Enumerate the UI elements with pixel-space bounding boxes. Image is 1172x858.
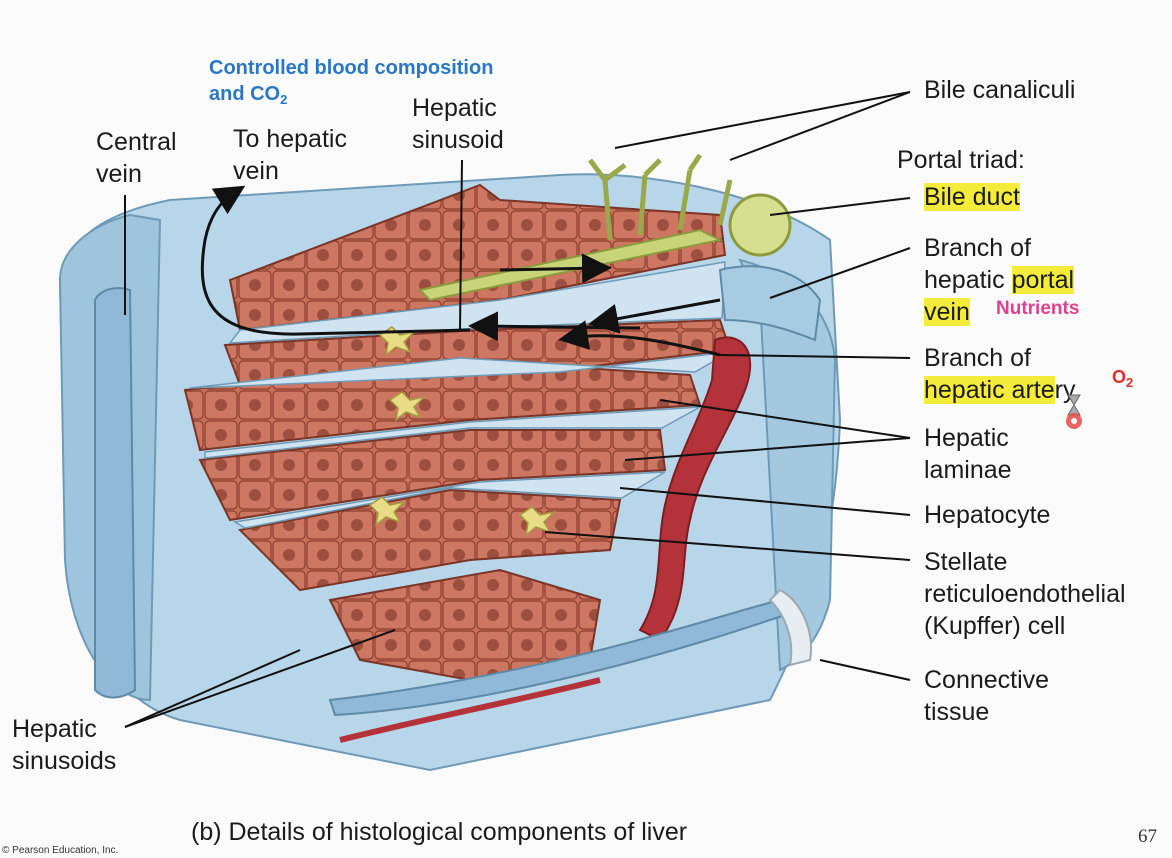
connective-tissue-shape bbox=[768, 588, 812, 667]
to-hepatic-vein-line1: To hepatic bbox=[233, 125, 347, 153]
o2-note: O2 bbox=[1112, 366, 1133, 394]
portal-vein-highlight: portal bbox=[1011, 266, 1075, 294]
connective-line1: Connective bbox=[924, 666, 1050, 694]
hepatic-laminae-line1: Hepatic bbox=[924, 424, 1009, 452]
to-hepatic-vein-line2: vein bbox=[233, 157, 279, 185]
hepatic-sinusoid-line1: Hepatic bbox=[412, 94, 497, 122]
central-vein-line2: vein bbox=[96, 160, 142, 188]
hepatic-sinusoid-line2: sinusoid bbox=[412, 126, 504, 154]
hepatic-artery-line1: Branch of bbox=[924, 344, 1032, 372]
label-hepatic-sinusoids: Hepatic sinusoids bbox=[12, 713, 116, 777]
central-vein-line1: Central bbox=[96, 128, 177, 156]
page-number: 67 bbox=[1138, 826, 1157, 847]
label-hepatic-artery: Branch of hepatic artery bbox=[924, 342, 1075, 406]
connective-line2: tissue bbox=[924, 698, 990, 726]
bile-duct-highlight: Bile duct bbox=[924, 183, 1020, 211]
bile-ductules bbox=[728, 193, 792, 257]
hepatic-artery-shape bbox=[638, 336, 752, 642]
portal-vein-line3: vein bbox=[924, 298, 970, 326]
label-to-hepatic-vein: To hepatic vein bbox=[233, 123, 347, 187]
hepatic-laminae-line2: laminae bbox=[924, 456, 1012, 484]
central-vein-shape bbox=[94, 287, 137, 699]
o2-sub: 2 bbox=[1126, 375, 1134, 390]
stellate-line2: reticuloendothelial bbox=[924, 580, 1126, 608]
controlled-line2: and CO bbox=[209, 83, 281, 105]
nutrients-note: Nutrients bbox=[996, 298, 1080, 319]
controlled-sub: 2 bbox=[280, 92, 288, 107]
label-stellate: Stellate reticuloendothelial (Kupffer) c… bbox=[924, 546, 1126, 642]
label-portal-triad: Portal triad: bbox=[897, 146, 1025, 174]
controlled-blood-note: Controlled blood composition and CO2 bbox=[209, 55, 493, 113]
stellate-line1: Stellate bbox=[924, 548, 1008, 576]
hepatic-sinusoids-line2: sinusoids bbox=[12, 747, 117, 775]
label-hepatic-sinusoid: Hepatic sinusoid bbox=[412, 92, 504, 156]
cursor-icon bbox=[1066, 394, 1082, 429]
hepatic-artery-highlight: hepatic arte bbox=[924, 376, 1055, 404]
portal-vein-shape bbox=[718, 265, 822, 342]
portal-vein-line1: Branch of bbox=[924, 234, 1032, 262]
portal-vein-line2a: hepatic bbox=[924, 266, 1012, 294]
kupffer-cells bbox=[368, 326, 557, 537]
controlled-line1: Controlled blood composition bbox=[209, 57, 494, 79]
bile-canaliculi-shape bbox=[588, 153, 733, 241]
leader-lines bbox=[124, 91, 911, 728]
stellate-line3: (Kupffer) cell bbox=[924, 612, 1066, 640]
vessel-red-branch bbox=[339, 677, 601, 743]
label-hepatic-laminae: Hepatic laminae bbox=[924, 422, 1012, 486]
o2-text: O bbox=[1112, 367, 1127, 387]
figure-caption: (b) Details of histological components o… bbox=[191, 818, 688, 846]
copyright: © Pearson Education, Inc. bbox=[2, 845, 119, 856]
label-hepatocyte: Hepatocyte bbox=[924, 501, 1051, 529]
hepatic-sinusoids-line1: Hepatic bbox=[12, 715, 97, 743]
label-central-vein: Central vein bbox=[96, 126, 177, 190]
label-portal-vein: Branch of hepatic portal vein bbox=[924, 232, 1075, 328]
bile-duct-shape bbox=[417, 228, 724, 302]
label-connective-tissue: Connective tissue bbox=[924, 664, 1049, 728]
label-bile-canaliculi: Bile canaliculi bbox=[924, 76, 1076, 104]
blood-flow-arrows bbox=[200, 185, 721, 357]
label-bile-duct: Bile duct bbox=[924, 181, 1020, 213]
